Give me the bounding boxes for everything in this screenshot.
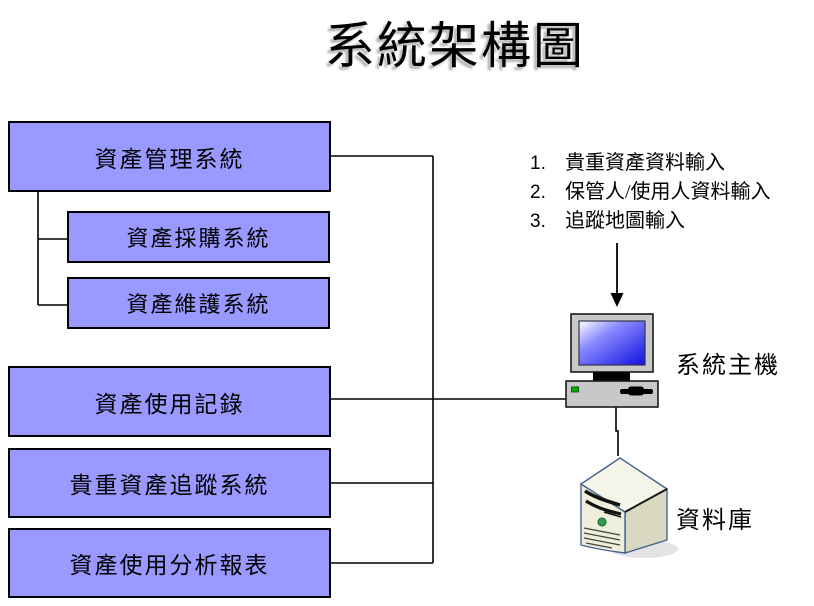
system-host-label: 系統主機 xyxy=(676,353,780,379)
box-asset-maintenance-system: 資產維護系統 xyxy=(67,277,330,329)
box-label: 資產使用記錄 xyxy=(94,391,245,417)
box-asset-management-system: 資產管理系統 xyxy=(8,121,331,192)
box-asset-usage-analysis-report: 資產使用分析報表 xyxy=(8,528,331,598)
connector-lines xyxy=(37,155,619,564)
list-item-number: 2. xyxy=(530,182,546,203)
box-label: 資產採購系統 xyxy=(126,226,271,251)
list-item: 1. 貴重資產資料輸入 xyxy=(530,149,771,178)
list-item-number: 1. xyxy=(530,153,546,174)
power-led-icon xyxy=(571,386,579,393)
box-label: 貴重資產追蹤系統 xyxy=(69,473,270,498)
list-item-text: 追蹤地圖輸入 xyxy=(565,210,685,232)
page-title: 系統架構圖 xyxy=(325,18,585,74)
box-label: 資產維護系統 xyxy=(126,292,271,317)
database-label: 資料庫 xyxy=(676,508,754,534)
vent-lines-icon xyxy=(583,527,621,549)
arrow-down-icon xyxy=(610,243,624,307)
connector-host-to-database xyxy=(615,407,619,456)
list-item: 3. 追蹤地圖輸入 xyxy=(530,207,771,236)
host-computer-icon xyxy=(565,313,659,408)
box-label: 資產管理系統 xyxy=(94,146,245,172)
drive-slot-icon xyxy=(585,499,622,516)
list-item-text: 貴重資產資料輸入 xyxy=(565,152,725,174)
box-asset-usage-records: 資產使用記錄 xyxy=(8,366,331,437)
box-label: 資產使用分析報表 xyxy=(69,553,270,578)
power-button-icon xyxy=(597,517,607,527)
database-server-icon xyxy=(579,457,678,558)
box-valuable-asset-tracking-system: 貴重資產追蹤系統 xyxy=(8,448,331,518)
drive-slot-icon xyxy=(584,489,621,507)
input-items-list: 1. 貴重資產資料輸入 2. 保管人/使用人資料輸入 3. 追蹤地圖輸入 xyxy=(530,149,771,236)
list-item-number: 3. xyxy=(530,211,546,232)
list-item: 2. 保管人/使用人資料輸入 xyxy=(530,178,771,207)
box-asset-procurement-system: 資產採購系統 xyxy=(67,211,330,263)
list-item-text: 保管人/使用人資料輸入 xyxy=(565,181,771,203)
